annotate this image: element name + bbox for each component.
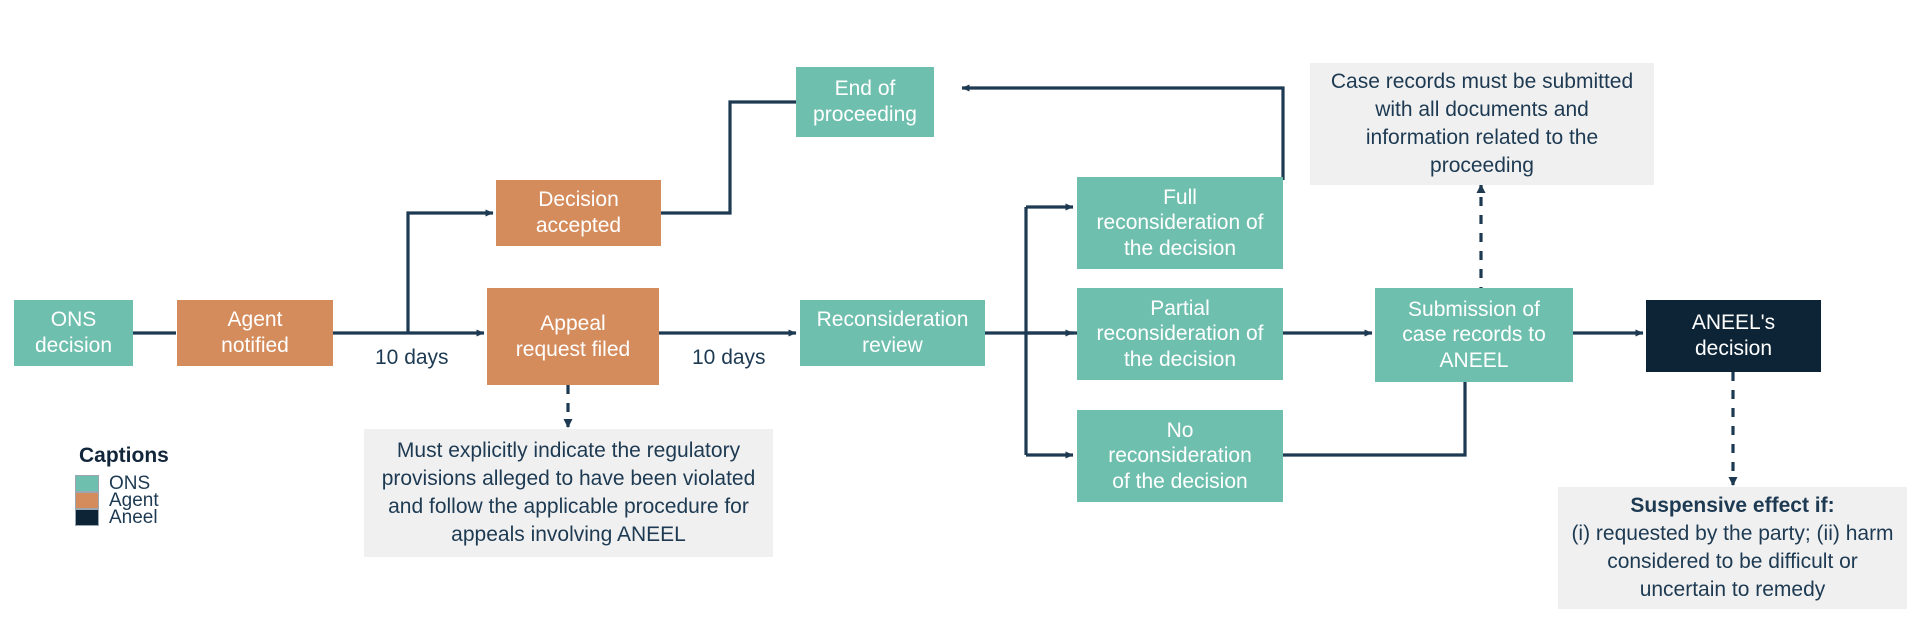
legend-label-ons: ONS [109,473,151,494]
node-partial-reconsideration-label: Partial reconsideration of the decision [1096,296,1264,371]
edge-full-to-end [961,84,1285,180]
node-appeal-request-filed-label: Appeal request filed [515,311,631,361]
edge-branch-to-decision-accepted [406,209,494,333]
legend-swatch-agent [75,492,99,509]
edge-label-days-1: 10 days [369,345,455,371]
note-suspensive-effect: Suspensive effect if: (i) requested by t… [1558,487,1907,609]
edge-label-days-2: 10 days [686,345,772,371]
note-appeal-requirements-text: Must explicitly indicate the regulatory … [381,439,756,546]
node-full-reconsideration-label: Full reconsideration of the decision [1096,185,1264,260]
node-appeal-request-filed[interactable]: Appeal request filed [487,288,659,385]
note-appeal-requirements: Must explicitly indicate the regulatory … [364,429,773,557]
legend-label-agent: Agent [109,490,159,511]
node-partial-reconsideration[interactable]: Partial reconsideration of the decision [1077,288,1283,380]
node-decision-accepted[interactable]: Decision accepted [496,180,661,246]
legend-swatch-aneel [75,509,99,526]
note-case-records: Case records must be submitted with all … [1310,63,1654,185]
node-end-of-proceeding[interactable]: End of proceeding [796,67,934,137]
note-suspensive-effect-title: Suspensive effect if: [1630,494,1835,518]
node-submission-case-records[interactable]: Submission of case records to ANEEL [1375,288,1573,382]
node-reconsideration-review[interactable]: Reconsideration review [800,300,985,366]
node-no-reconsideration-label: No reconsideration of the decision [1108,418,1252,493]
note-case-records-text: Case records must be submitted with all … [1330,70,1634,177]
node-aneel-decision[interactable]: ANEEL's decision [1646,300,1821,372]
node-aneel-decision-label: ANEEL's decision [1691,311,1776,360]
node-decision-accepted-label: Decision accepted [535,188,622,237]
node-agent-notified-label: Agent notified [221,308,289,357]
legend-swatches [75,475,99,526]
node-ons-decision-label: ONS decision [34,308,113,357]
legend-swatch-ons [75,475,99,492]
legend-rows: ONS Agent Aneel [75,473,173,528]
node-no-reconsideration[interactable]: No reconsideration of the decision [1077,410,1283,502]
legend-title: Captions [75,443,173,469]
legend-captions: Captions ONS Agent Aneel [75,443,173,528]
node-ons-decision[interactable]: ONS decision [14,300,133,366]
edge-no-to-submission [1283,382,1467,457]
legend-label-aneel: Aneel [109,507,158,528]
legend-labels: ONS Agent Aneel [109,473,159,528]
note-suspensive-effect-text: (i) requested by the party; (ii) harm co… [1571,522,1894,601]
node-agent-notified[interactable]: Agent notified [177,300,333,366]
node-full-reconsideration[interactable]: Full reconsideration of the decision [1077,177,1283,269]
node-reconsideration-review-label: Reconsideration review [816,308,969,357]
node-submission-case-records-label: Submission of case records to ANEEL [1402,297,1546,372]
node-end-of-proceeding-label: End of proceeding [813,77,917,126]
edge-decision-accepted-to-end [661,100,802,215]
